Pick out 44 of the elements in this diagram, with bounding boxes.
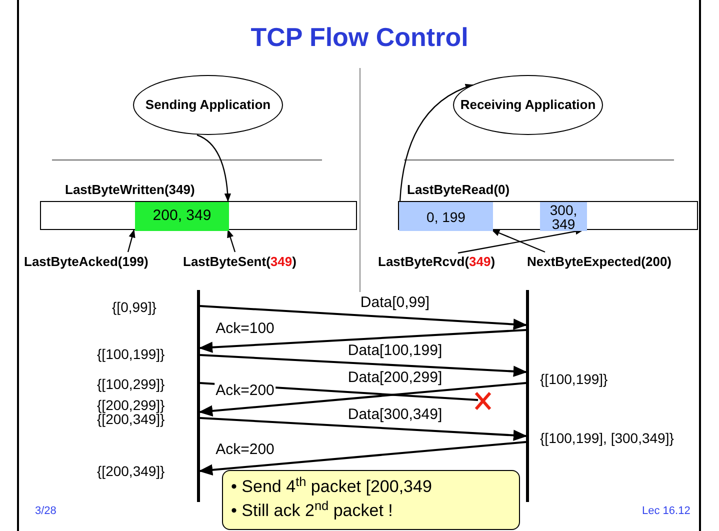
application-ellipse: Receiving Application [453, 75, 603, 135]
arrow [127, 229, 136, 252]
pointer-label: LastByteSent(349) [183, 252, 323, 272]
arrow [200, 354, 528, 377]
edge-label: Data[100,199] [346, 342, 444, 359]
byte-range-label: {[100,199], [300,349]} [540, 429, 674, 448]
byte-range-label: {[100,199]} [540, 370, 608, 389]
edge-label: Data[0,99] [359, 294, 431, 311]
pointer-label: LastByteAcked(199) [24, 252, 179, 272]
received-segment: 300, 349 [540, 202, 587, 231]
arrow [196, 134, 231, 202]
pointer-label: LastByteWritten(349) [65, 181, 195, 199]
timeline-line [197, 290, 200, 502]
byte-range-label: {[200,349]} [97, 412, 165, 426]
note-box [222, 470, 520, 530]
note-line: • Still ack 2$^{nd}$ packet ! [231, 499, 394, 522]
slide-title: TCP Flow Control [250, 21, 470, 54]
buffer-bar [398, 201, 698, 230]
arrow [198, 382, 526, 416]
sent-segment: 200, 349 [135, 202, 229, 231]
arrow [200, 417, 528, 441]
byte-range-label: {[200,349]} [97, 462, 165, 481]
edge-label: Data[200,299] [346, 369, 444, 386]
arrow [198, 329, 526, 353]
slide-footer: 3/28 [35, 503, 56, 520]
pointer-label: NextByteExpected(200) [527, 252, 699, 272]
pointer-label: LastByteRcvd(349) [378, 252, 523, 272]
timeline-line [526, 290, 529, 502]
arrow [200, 305, 528, 330]
arrow [198, 441, 526, 476]
arrow [399, 84, 474, 202]
note-line: • Send 4$^{th}$ packet [200,349 [231, 475, 433, 498]
received-segment: 0, 199 [399, 202, 493, 231]
buffer-bar [40, 201, 357, 230]
byte-range-label: {[100,199]} [97, 345, 165, 364]
arrow [491, 229, 546, 253]
edge-label: Data[300,349] [346, 406, 444, 423]
arrow [227, 229, 236, 252]
byte-range-label: {[200,299]} [97, 398, 165, 412]
slide-footer: Lec 16.12 [642, 503, 690, 520]
byte-range-label: {[0,99]} [112, 298, 156, 317]
application-ellipse: Sending Application [133, 75, 283, 135]
pointer-label: LastByteRead(0) [407, 181, 510, 199]
byte-range-label: {[100,299]} [97, 375, 165, 394]
